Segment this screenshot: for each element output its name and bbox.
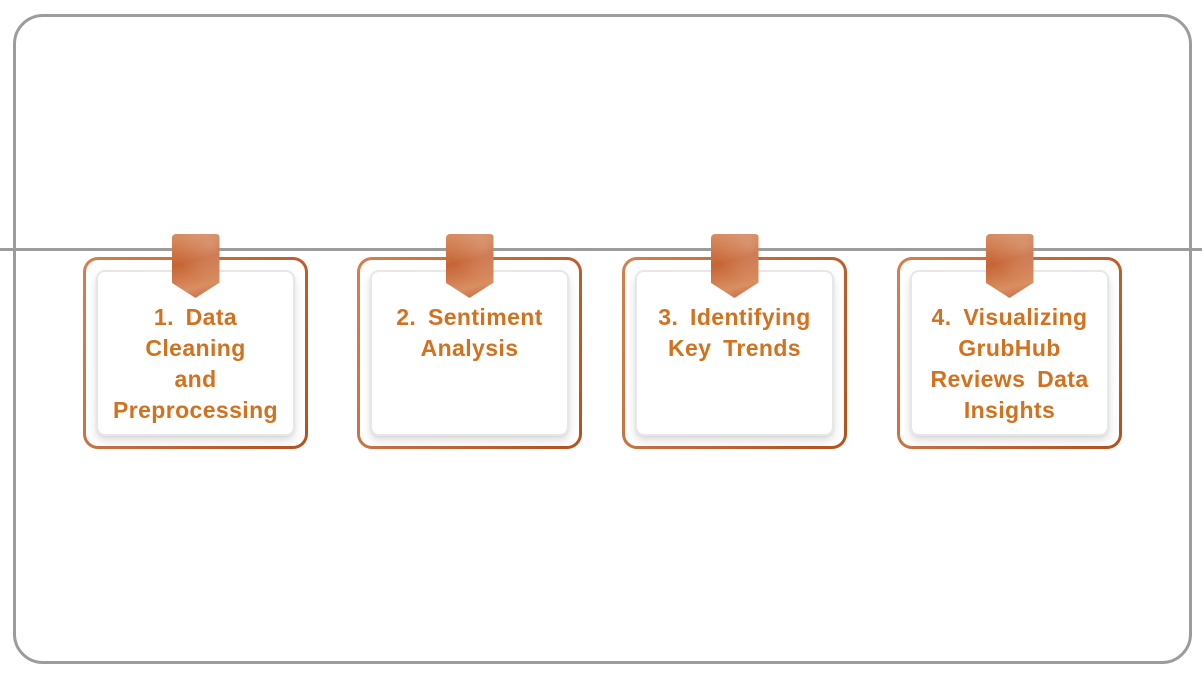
slide-frame-border xyxy=(13,14,1192,664)
card-panel: 1. Data Cleaning and Preprocessing xyxy=(96,270,295,436)
step-title: 2. Sentiment Analysis xyxy=(396,304,543,361)
card-background: 2. Sentiment Analysis xyxy=(360,260,579,446)
step-title: 3. Identifying Key Trends xyxy=(658,304,811,361)
step-card-4: 4. Visualizing GrubHub Reviews Data Insi… xyxy=(897,234,1122,449)
bookmark-ribbon-icon xyxy=(171,234,220,298)
step-title: 4. Visualizing GrubHub Reviews Data Insi… xyxy=(930,304,1089,423)
step-title: 1. Data Cleaning and Preprocessing xyxy=(113,304,278,423)
card-background: 1. Data Cleaning and Preprocessing xyxy=(86,260,305,446)
step-card-1: 1. Data Cleaning and Preprocessing xyxy=(83,234,308,449)
bookmark-ribbon-icon xyxy=(985,234,1034,298)
bookmark-ribbon-icon xyxy=(710,234,759,298)
step-card-2: 2. Sentiment Analysis xyxy=(357,234,582,449)
step-card-3: 3. Identifying Key Trends xyxy=(622,234,847,449)
bookmark-ribbon-icon xyxy=(445,234,494,298)
timeline-divider-line xyxy=(0,248,1202,251)
